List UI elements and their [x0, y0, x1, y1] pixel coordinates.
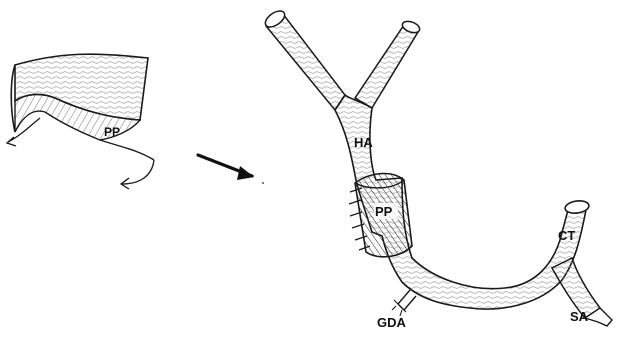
label-flap-pp: PP [104, 125, 120, 139]
label-gda: GDA [377, 315, 407, 330]
peritoneal-wrap: PP [349, 174, 412, 257]
label-celiac-trunk: CT [558, 228, 575, 243]
transition-arrow [198, 155, 264, 184]
peritoneal-flap: PP [7, 54, 154, 189]
vessel-anatomy [263, 8, 612, 326]
label-splenic-artery: SA [570, 309, 589, 324]
flap-fold-line [100, 140, 154, 160]
left-hepatic-branch [266, 14, 345, 110]
right-hepatic-branch [355, 25, 418, 108]
label-hepatic-artery: HA [354, 135, 373, 150]
label-wrap-pp: PP [375, 204, 393, 219]
